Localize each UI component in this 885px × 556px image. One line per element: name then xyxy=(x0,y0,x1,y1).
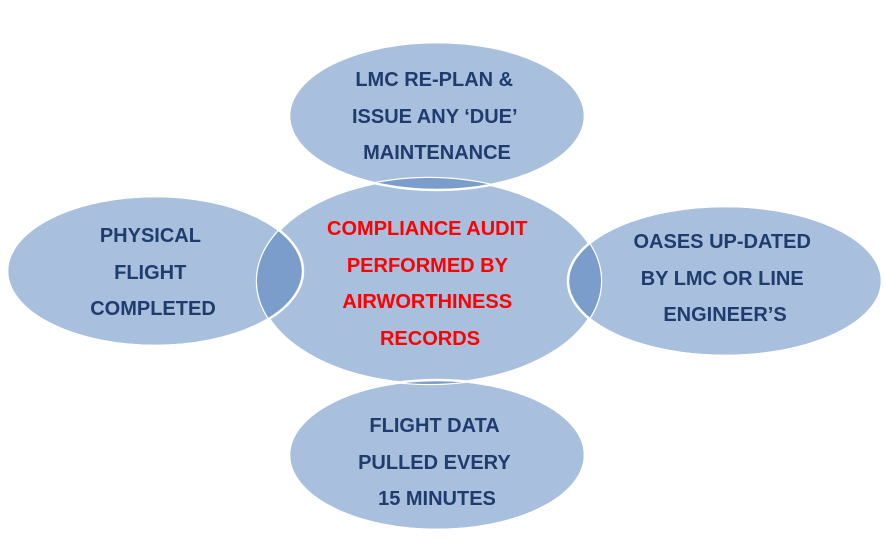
left-node-outline xyxy=(5,194,305,348)
bottom-node-outline xyxy=(287,378,587,532)
outline-strokes xyxy=(5,40,884,532)
center-node-line: COMPLIANCE AUDIT xyxy=(327,218,527,240)
center-node-ellipse xyxy=(255,176,603,386)
left-node-line: PHYSICAL xyxy=(100,225,201,247)
right-node-outline xyxy=(566,204,884,358)
top-node-line: LMC RE-PLAN & xyxy=(355,69,513,91)
right-node-line: BY LMC OR LINE xyxy=(641,268,804,290)
right-node-line: ENGINEER’S xyxy=(663,304,786,326)
bottom-node-label: FLIGHT DATA PULLED EVERY 15 MINUTES xyxy=(358,415,516,510)
top-node-outline xyxy=(287,40,587,192)
bottom-node-line: FLIGHT DATA xyxy=(369,415,499,437)
top-node-line: ISSUE ANY ‘DUE’ xyxy=(352,106,517,128)
center-node-line: PERFORMED BY xyxy=(347,255,509,277)
bottom-node-line: 15 MINUTES xyxy=(378,488,496,510)
center-node-line: AIRWORTHINESS xyxy=(342,291,512,313)
center-node-label: COMPLIANCE AUDIT PERFORMED BY AIRWORTHIN… xyxy=(327,218,533,350)
top-node-label: LMC RE-PLAN & ISSUE ANY ‘DUE’ MAINTENANC… xyxy=(352,69,522,164)
right-node-label: OASES UP-DATED BY LMC OR LINE ENGINEER’S xyxy=(634,231,817,326)
center-node-line: RECORDS xyxy=(380,328,480,350)
left-node-label: PHYSICAL FLIGHT COMPLETED xyxy=(90,225,216,320)
left-node-line: FLIGHT xyxy=(114,262,186,284)
left-node-line: COMPLETED xyxy=(90,298,216,320)
top-node-line: MAINTENANCE xyxy=(363,142,511,164)
bottom-node-line: PULLED EVERY xyxy=(358,452,511,474)
right-node-line: OASES UP-DATED xyxy=(634,231,811,253)
